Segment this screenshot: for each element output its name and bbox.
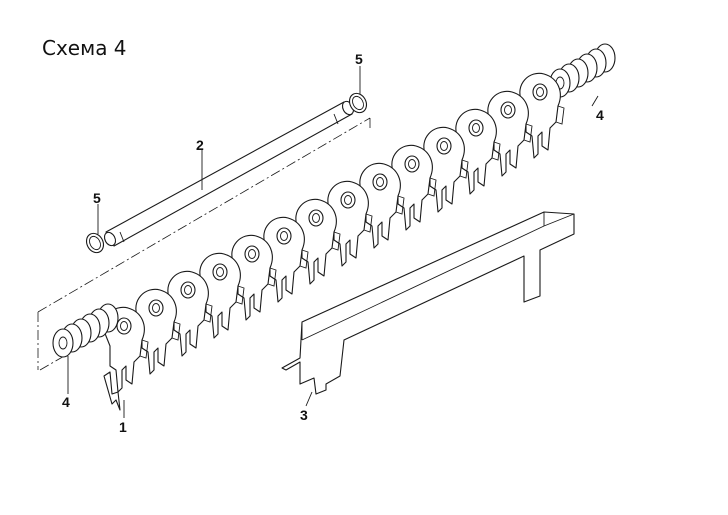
callout-blade-assembly: 1 (119, 419, 127, 435)
callout-spring-right: 4 (596, 107, 604, 123)
blade-assembly (103, 72, 565, 411)
ring-right (348, 92, 368, 114)
shaft (103, 100, 355, 247)
ring-left (85, 232, 105, 254)
spring-left (52, 303, 119, 358)
callout-spring-left: 4 (62, 394, 70, 410)
callout-ring-left: 5 (93, 190, 101, 206)
diagram-title: Схема 4 (42, 36, 127, 60)
callout-shaft: 2 (196, 137, 204, 153)
bar (281, 211, 575, 395)
callout-bar: 3 (300, 407, 308, 423)
callout-ring-right: 5 (355, 51, 363, 67)
